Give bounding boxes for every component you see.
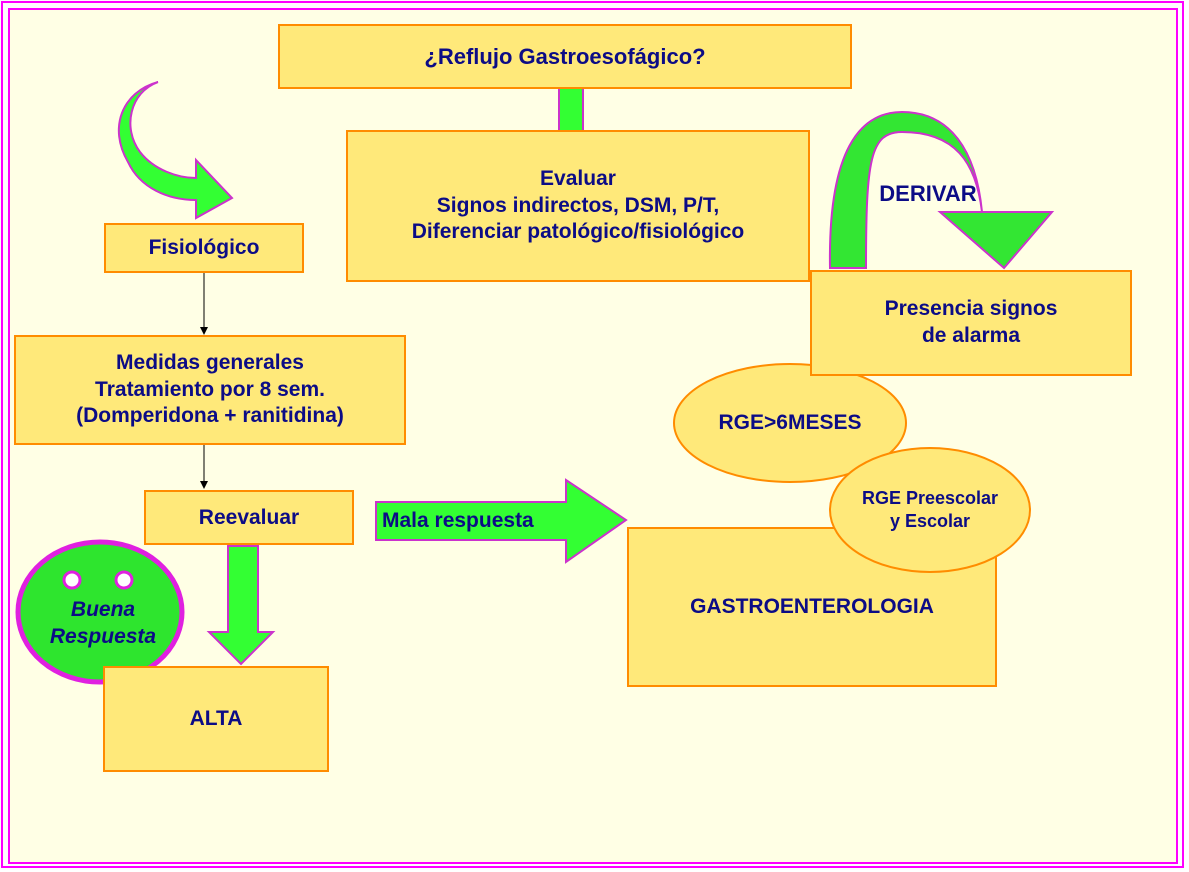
reevaluar-box: Reevaluar xyxy=(144,490,354,545)
buena-respuesta-text: Buena Respuesta xyxy=(49,598,157,648)
rge-preescolar-text: RGE Preescolar y Escolar xyxy=(861,487,999,531)
alta-box: ALTA xyxy=(103,666,329,772)
mala-respuesta-text: Mala respuesta xyxy=(382,509,534,532)
fisiologico-text: Fisiológico xyxy=(148,236,260,259)
derivar-text: DERIVAR xyxy=(879,181,977,206)
derivar-label: DERIVAR xyxy=(848,176,1008,212)
presencia-signos-text: Presencia signos de alarma xyxy=(884,297,1058,347)
title-box: ¿Reflujo Gastroesofágico? xyxy=(278,24,852,89)
alta-text: ALTA xyxy=(189,707,243,730)
rge-preescolar-label: RGE Preescolar y Escolar xyxy=(830,480,1030,540)
title-text: ¿Reflujo Gastroesofágico? xyxy=(424,43,706,69)
smiley-eye-left xyxy=(62,570,82,590)
smiley-face-icon xyxy=(15,539,185,685)
medidas-text: Medidas generales Tratamiento por 8 sem.… xyxy=(76,350,344,428)
thick-down-arrow-icon xyxy=(206,545,276,666)
gastroenterologia-box: GASTROENTEROLOGIA xyxy=(627,527,997,687)
thick-right-arrow-icon xyxy=(375,478,628,564)
curved-arrow-icon xyxy=(117,81,234,220)
smiley-eye-right xyxy=(114,570,134,590)
mala-respuesta-label: Mala respuesta xyxy=(380,503,568,539)
gastroenterologia-text: GASTROENTEROLOGIA xyxy=(690,595,934,618)
reevaluar-text: Reevaluar xyxy=(198,505,300,529)
rge-6meses-label: RGE>6MESES xyxy=(674,404,906,442)
rge-6meses-text: RGE>6MESES xyxy=(718,411,862,434)
derivar-curved-arrow-icon xyxy=(828,110,1055,270)
medidas-box: Medidas generales Tratamiento por 8 sem.… xyxy=(14,335,406,445)
buena-respuesta-label: Buena Respuesta xyxy=(20,590,186,658)
fisiologico-box: Fisiológico xyxy=(104,223,304,273)
presencia-signos-box: Presencia signos de alarma xyxy=(810,270,1132,376)
evaluar-box: Evaluar Signos indirectos, DSM, P/T, Dif… xyxy=(346,130,810,282)
evaluar-text: Evaluar Signos indirectos, DSM, P/T, Dif… xyxy=(411,166,745,244)
